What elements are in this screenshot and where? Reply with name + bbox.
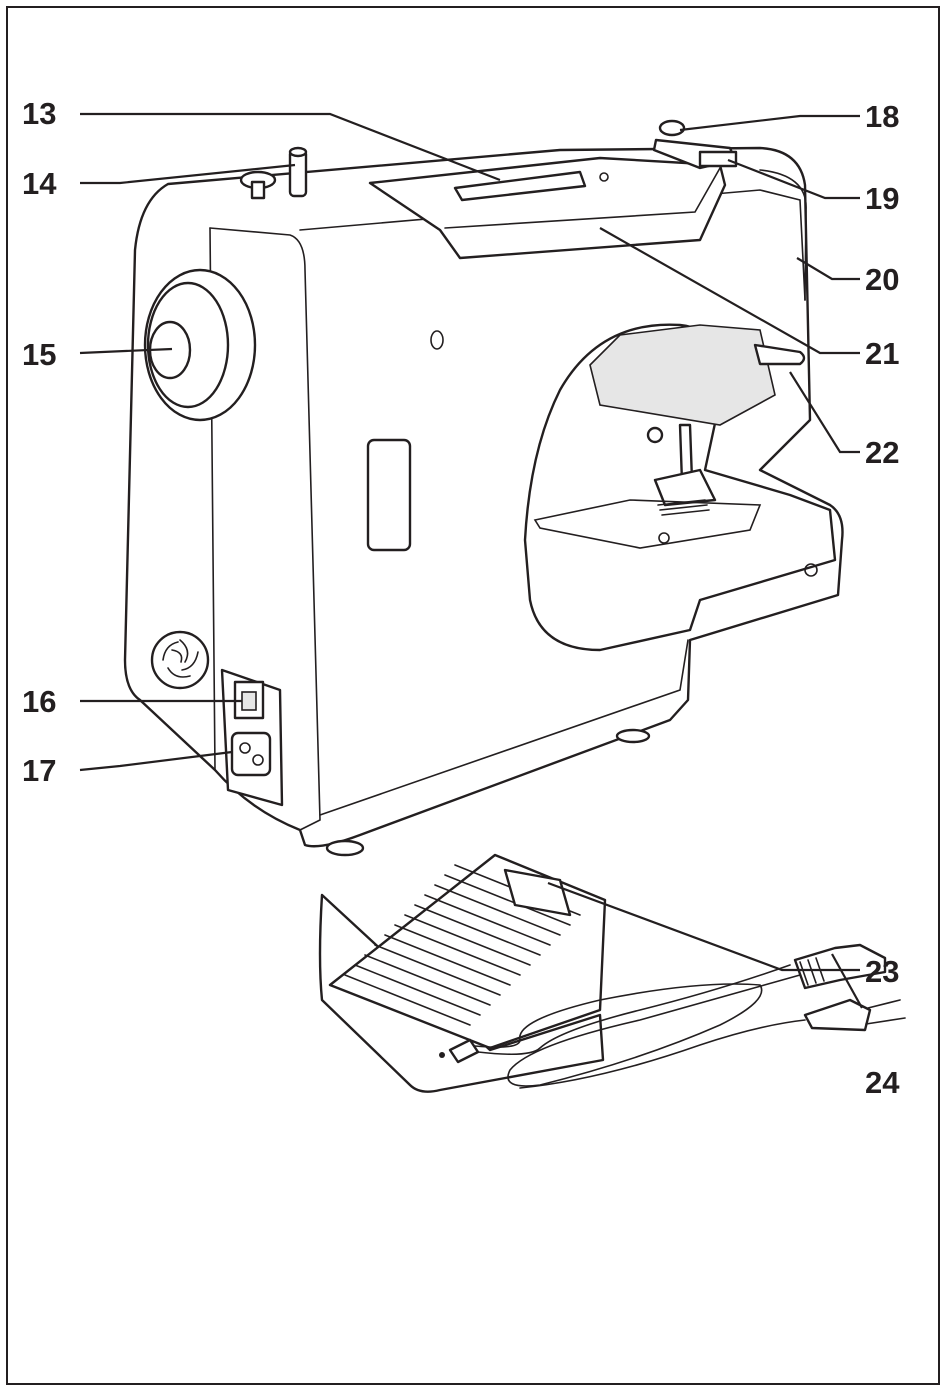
feed-dogs [657, 499, 710, 516]
callout-16: 16 [22, 684, 56, 719]
thread-guide-knob [658, 119, 686, 137]
callout-13: 13 [22, 96, 56, 131]
callout-17: 17 [22, 753, 56, 788]
spool-pin-top [288, 146, 308, 158]
callout-18: 18 [865, 99, 899, 134]
plug-prong [865, 1017, 906, 1025]
callout-21: 21 [865, 336, 899, 371]
foot-pedal [318, 853, 906, 1093]
power-switch-rocker [241, 691, 257, 711]
callout-23: 23 [865, 954, 899, 989]
end-panel [209, 227, 321, 831]
presser-foot [653, 468, 717, 507]
body-lower-edge [319, 639, 689, 816]
machine-foot [325, 839, 365, 857]
free-arm-hole [804, 563, 818, 577]
callout-19: 19 [865, 181, 899, 216]
leader-24 [831, 953, 863, 1009]
leader-20 [796, 257, 860, 281]
leader-14 [80, 163, 296, 185]
callout-15: 15 [22, 337, 56, 372]
pedal-ribs [344, 864, 581, 1026]
plate-screw [658, 532, 670, 544]
handle-hinge [599, 172, 609, 182]
callout-14: 14 [22, 166, 57, 201]
leader-13 [80, 112, 501, 182]
leader-15 [79, 347, 173, 355]
reverse-lever [753, 343, 806, 366]
needle-plate [533, 499, 762, 549]
callout-labels: 13 14 15 16 17 18 19 20 21 22 23 24 [22, 96, 900, 1100]
vent-slots [162, 639, 199, 678]
pedal-label-plate [503, 868, 572, 917]
leader-18 [679, 114, 860, 132]
foot-screw [646, 426, 664, 444]
bobbin-stop [698, 150, 738, 168]
socket-pin [239, 742, 251, 754]
leader-19 [727, 158, 860, 200]
pedal-cord [474, 974, 801, 1087]
callout-22: 22 [865, 435, 899, 470]
pedal-base [318, 893, 605, 1093]
mains-plug [803, 998, 872, 1032]
leader-17 [79, 750, 233, 772]
mains-cord [519, 1019, 806, 1089]
machine-body [123, 146, 844, 848]
bobbin-winder-shaft [250, 180, 266, 200]
cover-screw [430, 330, 444, 350]
leader-23 [547, 881, 860, 972]
power-socket [230, 731, 272, 777]
callout-20: 20 [865, 262, 899, 297]
socket-pin [252, 754, 264, 766]
pattern-dial-edge [759, 169, 807, 301]
leader-21 [599, 227, 860, 355]
pedal-screw [439, 1052, 445, 1058]
callout-24: 24 [865, 1065, 900, 1100]
top-cover-slot [453, 170, 587, 202]
plug-prong [867, 999, 901, 1009]
sewing-machine [123, 119, 844, 857]
side-window [366, 438, 412, 552]
machine-foot [615, 728, 651, 744]
pedal-cord-2 [477, 964, 791, 1056]
vent-grille [150, 630, 210, 690]
callout-leaders [79, 112, 863, 1009]
carry-handle [368, 156, 727, 260]
handle-edge [444, 167, 721, 229]
leader-22 [789, 371, 860, 454]
